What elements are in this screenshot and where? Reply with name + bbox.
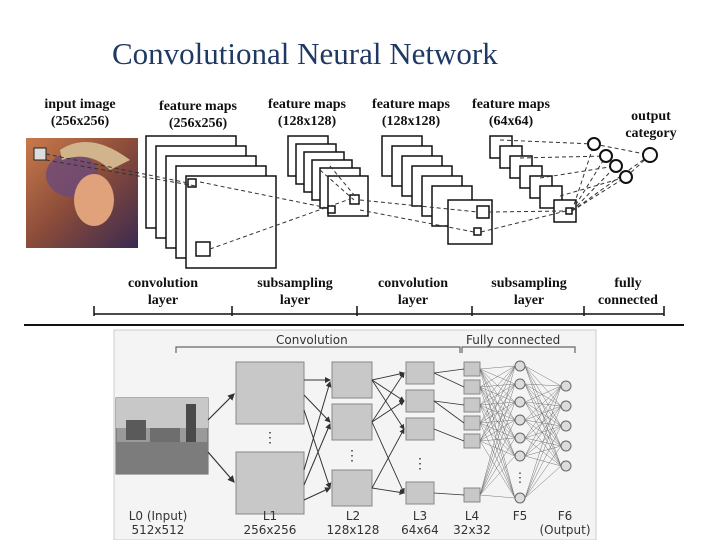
input-image bbox=[26, 138, 138, 248]
connection-lines bbox=[45, 139, 651, 250]
feature-maps-3 bbox=[381, 135, 493, 245]
feature-maps-2 bbox=[287, 135, 369, 217]
svg-text:⋮: ⋮ bbox=[345, 449, 359, 464]
group-label-convolution: Convolution bbox=[276, 333, 348, 347]
feature-maps-1 bbox=[145, 135, 277, 269]
stage-label-maps-4: feature maps(64x64) bbox=[472, 97, 550, 129]
svg-text:⋮: ⋮ bbox=[263, 431, 277, 446]
group-label-fully-connected: Fully connected bbox=[466, 333, 561, 347]
stage-label-maps-2: feature maps(128x128) bbox=[268, 97, 346, 129]
bottom-panel: ⋮ ⋮ ⋮ bbox=[113, 329, 597, 540]
stage-label-maps-3: feature maps(128x128) bbox=[372, 97, 450, 129]
stage-label-maps-1: feature maps(256x256) bbox=[159, 99, 237, 131]
output-nodes bbox=[587, 137, 658, 184]
layer-label-f5: F5 bbox=[512, 509, 528, 523]
layer-label-l0: L0 (Input)512x512 bbox=[128, 509, 188, 537]
layer-label-f6: F6(Output) bbox=[539, 509, 591, 537]
svg-text:⋮: ⋮ bbox=[413, 457, 427, 472]
layer-bracket bbox=[24, 306, 684, 326]
feature-maps-4 bbox=[489, 135, 577, 223]
svg-text:⋮: ⋮ bbox=[514, 470, 527, 485]
page-title: Convolutional Neural Network bbox=[112, 36, 498, 71]
stage-label-input: input image(256x256) bbox=[44, 97, 116, 129]
